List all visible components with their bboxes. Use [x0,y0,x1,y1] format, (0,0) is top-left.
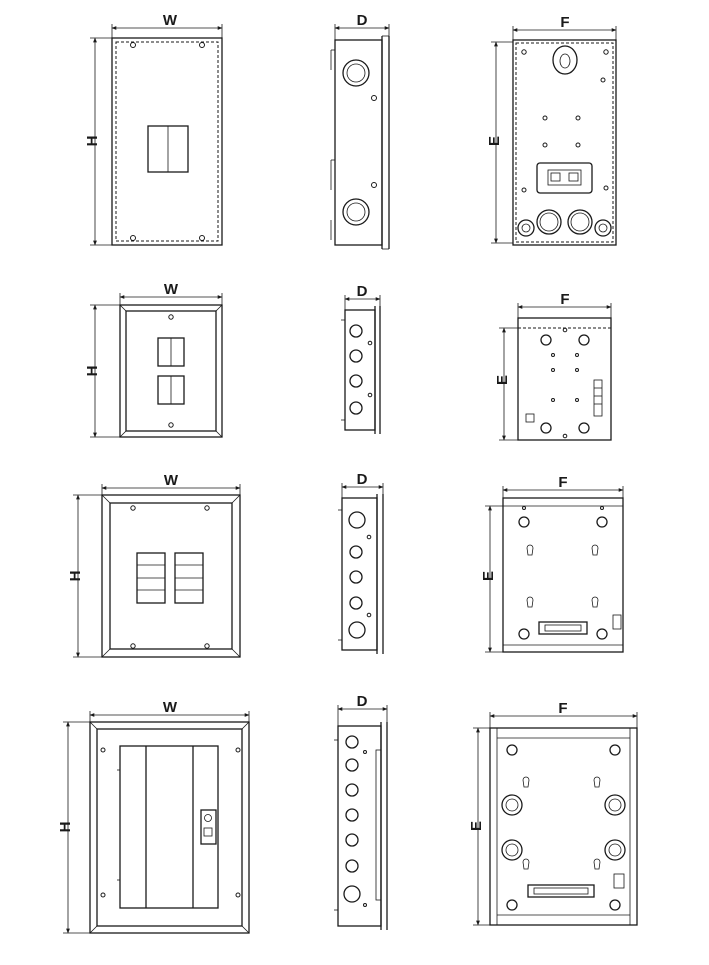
back-view: F E [486,14,617,246]
depth-label: D [357,12,368,29]
mount-width-label: F [558,700,567,717]
mount-width-label: F [558,474,567,491]
depth-label: D [357,283,368,300]
width-label: W [164,281,179,298]
front-view: W H [67,472,241,658]
front-view: W H [84,12,223,246]
width-label: W [163,12,178,29]
mount-height-label: E [494,375,511,385]
front-view: W H [57,699,250,934]
side-view: D [341,283,381,434]
width-label: W [164,472,179,489]
mount-height-label: E [468,821,485,831]
row-2: W H D F [84,281,612,441]
side-view: D [338,471,384,654]
mount-width-label: F [560,291,569,308]
height-label: H [57,822,74,833]
row-3: W H D [67,471,624,658]
back-view: F E [494,291,612,441]
height-label: H [67,571,84,582]
depth-label: D [357,471,368,488]
height-label: H [84,136,101,147]
mount-height-label: E [480,571,497,581]
row-1: W H D [84,12,617,250]
side-view: D [334,693,388,930]
depth-label: D [357,693,368,710]
row-4: W H D [57,693,638,934]
back-view: F E [480,474,624,653]
side-view: D [330,12,390,250]
mount-width-label: F [560,14,569,31]
front-view: W H [84,281,223,438]
mount-height-label: E [486,136,503,146]
width-label: W [163,699,178,716]
back-view: F E [468,700,638,926]
height-label: H [84,366,101,377]
